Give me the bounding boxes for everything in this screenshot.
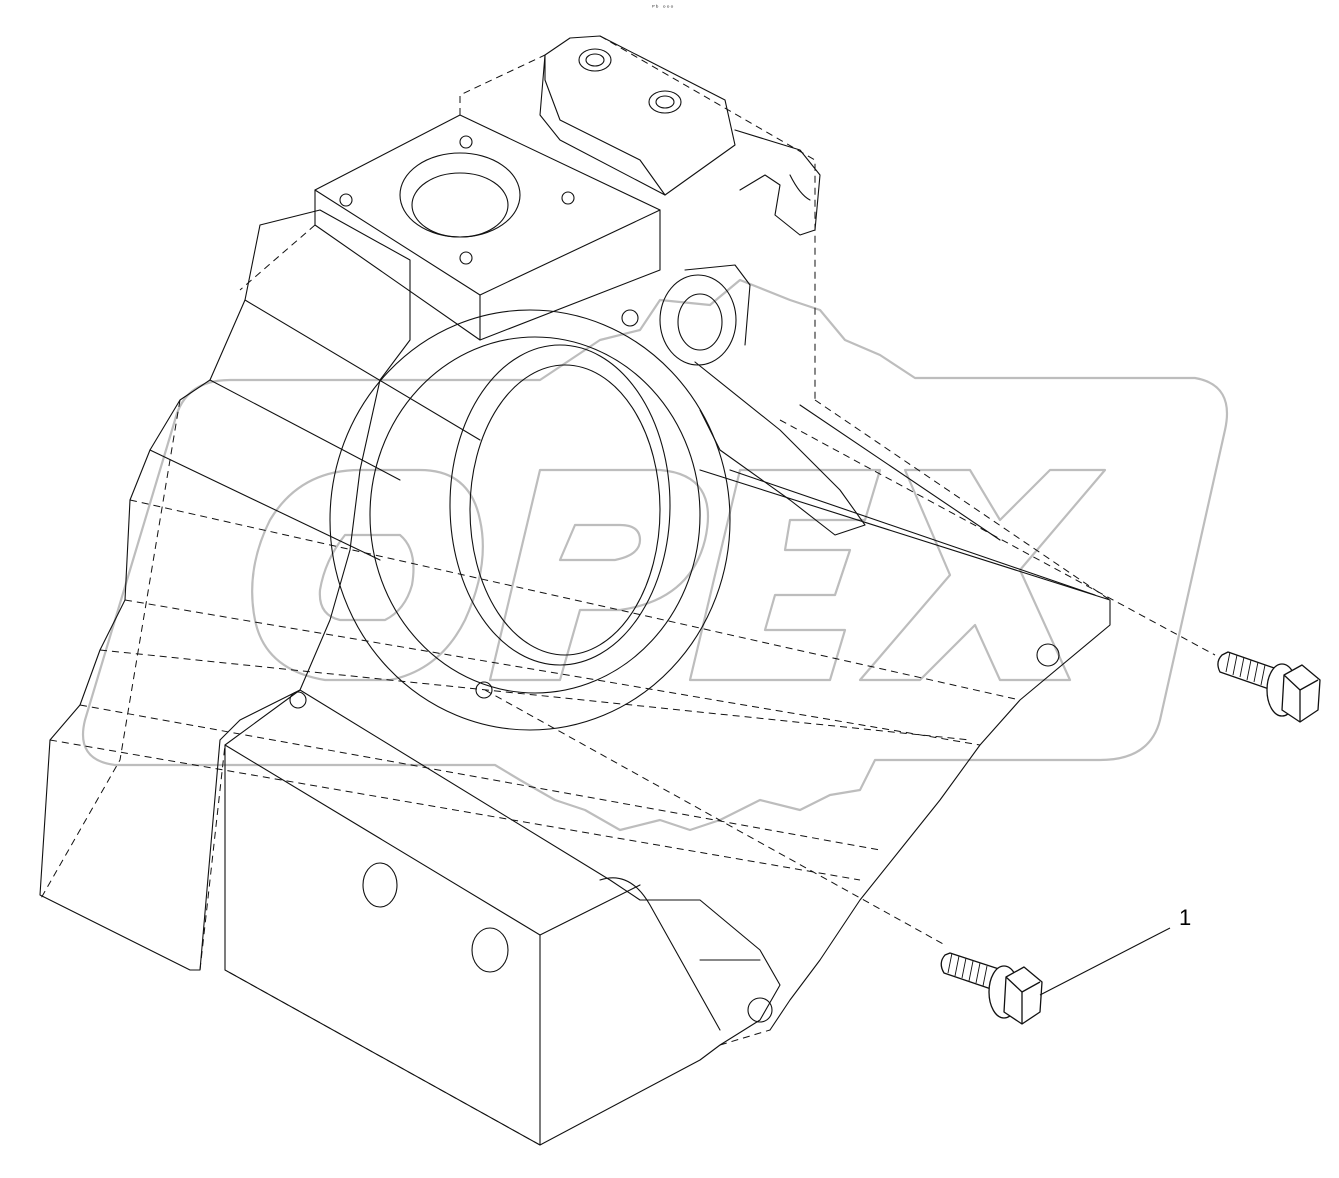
hidden-lines	[39, 35, 1216, 1146]
bolt-lower	[940, 952, 1043, 1025]
housing	[39, 35, 1111, 1146]
callout-leader-1	[1039, 927, 1171, 996]
opex-watermark	[81, 278, 1229, 832]
bolt-upper	[1217, 651, 1321, 723]
top-mark: ᴾᵇ ᵒᵒᵒ	[652, 4, 675, 12]
callout-number-1: 1	[1179, 905, 1192, 930]
